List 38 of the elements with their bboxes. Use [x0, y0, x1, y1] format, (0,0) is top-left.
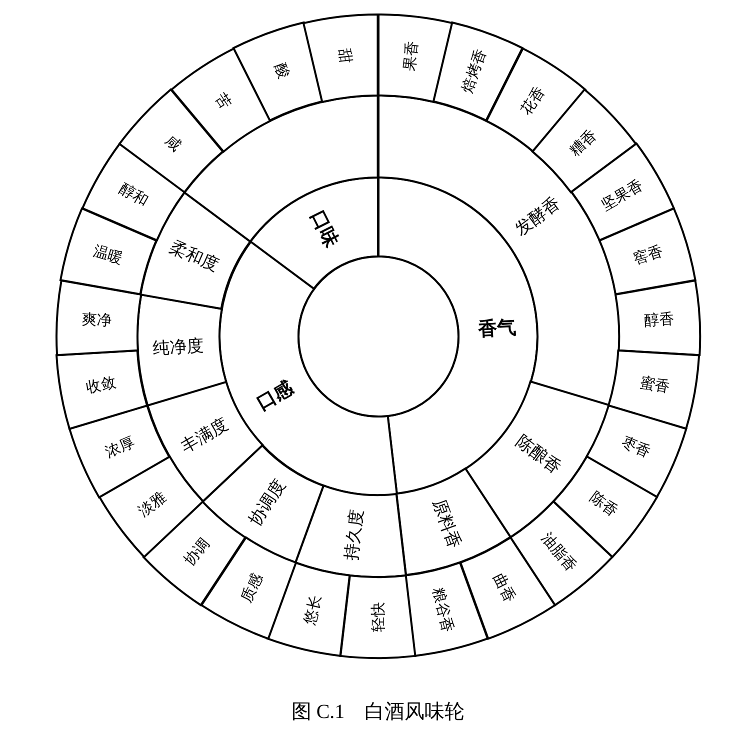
sector-label: 曲香 — [490, 570, 518, 605]
sector-label: 醇香 — [644, 310, 674, 329]
sector-label: 油脂香 — [538, 529, 580, 574]
sector-label: 持久度 — [342, 508, 367, 562]
sector-label: 纯净度 — [152, 336, 204, 358]
sector-label: 收敛 — [84, 374, 117, 396]
sector-label: 咸 — [162, 132, 184, 154]
sector-label: 原料香 — [428, 496, 464, 552]
sector-label: 淡雅 — [135, 488, 170, 520]
sector-label: 焙烤香 — [458, 48, 490, 96]
sector-label: 香气 — [478, 318, 517, 341]
sector-label: 爽净 — [82, 310, 112, 329]
sector-label: 丰满度 — [178, 415, 232, 457]
sector-label: 粮谷香 — [430, 586, 456, 634]
figure-caption: 图 C.1 白酒风味轮 — [291, 700, 465, 724]
sector-label: 酸 — [271, 62, 292, 82]
sector-label: 醇和 — [117, 180, 152, 210]
sector-label: 口味 — [306, 208, 342, 251]
sector-label: 协调 — [181, 534, 213, 568]
sector-label: 温暖 — [92, 243, 126, 268]
sector-label: 陈香 — [586, 488, 621, 520]
sector-label: 枣香 — [619, 434, 654, 461]
sector-label: 悠长 — [302, 593, 325, 626]
sector-label: 花香 — [518, 84, 548, 118]
sector-label: 果香 — [400, 40, 421, 72]
sector-label: 柔和度 — [167, 238, 222, 276]
sector-label: 糟香 — [566, 126, 600, 160]
sector-label: 苦 — [212, 90, 234, 112]
sector-label: 蜜香 — [639, 374, 672, 396]
sector-label: 甜 — [336, 48, 354, 65]
sector-label: 质感 — [238, 570, 266, 605]
sector-label: 陈酿香 — [512, 432, 564, 478]
sector-label: 协调度 — [246, 476, 290, 530]
sector-label: 发酵香 — [512, 194, 564, 240]
sector-label: 口感 — [252, 377, 296, 414]
sector-label: 窖香 — [630, 243, 664, 268]
sector-label: 浓厚 — [102, 434, 137, 461]
sector-label: 坚果香 — [598, 176, 646, 214]
